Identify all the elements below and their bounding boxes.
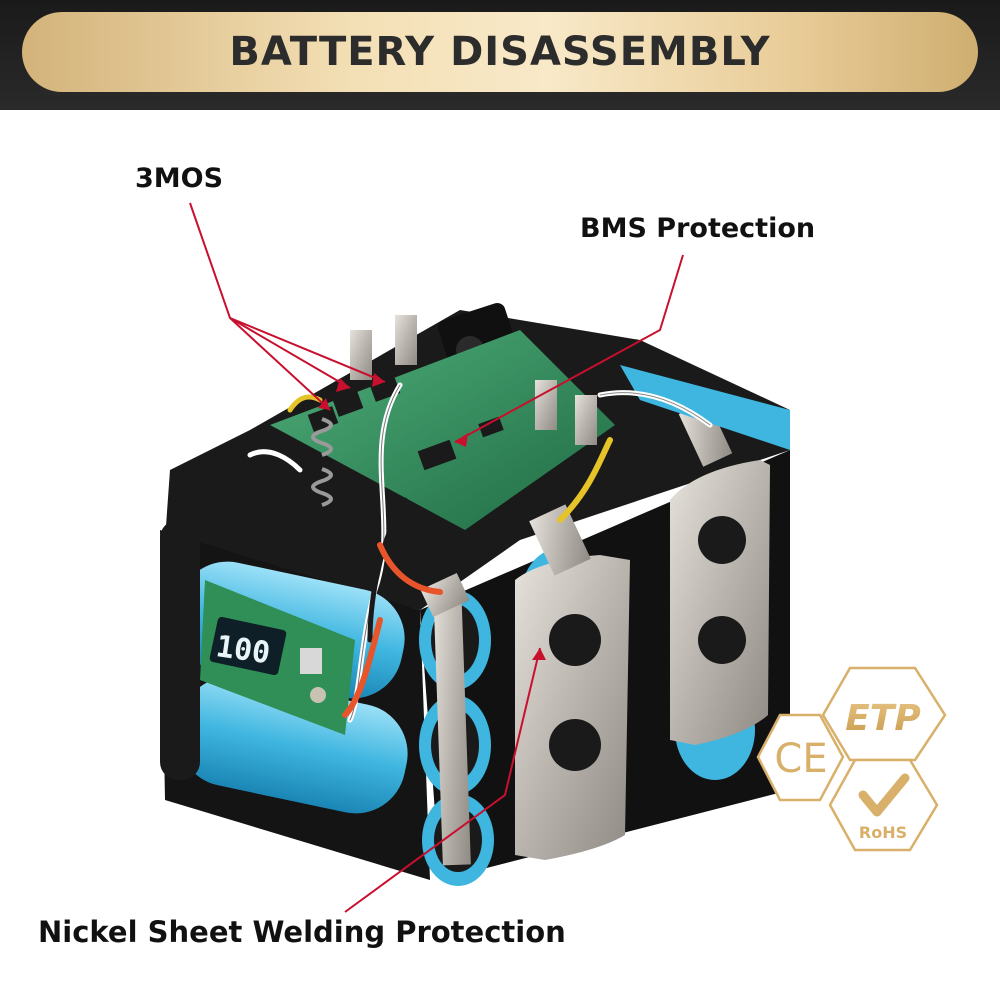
ce-badge: CE: [756, 713, 845, 802]
wires: [247, 382, 713, 723]
callout-bms-label: BMS Protection: [580, 213, 816, 244]
certification-badges: ETP CE RoHS: [756, 666, 947, 852]
capacity-display-board: 100: [200, 580, 355, 735]
etp-label: ETP: [845, 698, 921, 739]
callout-3mos-label: 3MOS: [135, 163, 224, 194]
rohs-label: RoHS: [859, 823, 907, 842]
capacity-display-reading: 100: [214, 629, 273, 671]
ce-label: CE: [774, 736, 827, 782]
callout-arrowheads: [318, 373, 546, 660]
header-band: BATTERY DISASSEMBLY: [0, 0, 1000, 110]
battery-pack: 100: [160, 302, 790, 886]
callout-lines: [189, 202, 684, 913]
callout-nickel-label: Nickel Sheet Welding Protection: [38, 915, 566, 949]
title-banner: BATTERY DISASSEMBLY: [22, 12, 978, 92]
rohs-badge: RoHS: [828, 758, 939, 852]
checkmark-icon: [858, 773, 910, 817]
etp-badge: ETP: [821, 666, 947, 762]
page-title: BATTERY DISASSEMBLY: [229, 29, 771, 75]
